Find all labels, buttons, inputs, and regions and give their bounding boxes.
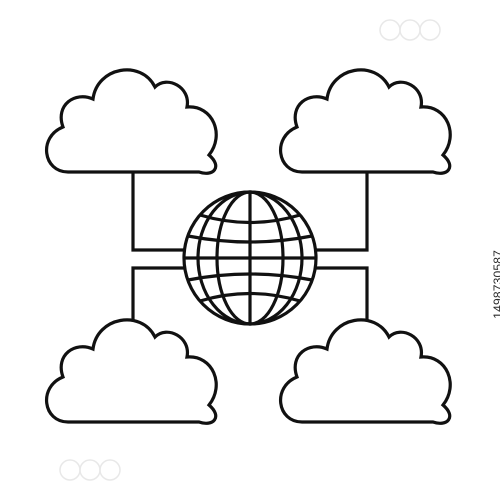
globe-icon (182, 190, 318, 326)
stock-watermark-logo (59, 19, 441, 481)
stock-id-watermark: 1498730587 (491, 250, 500, 319)
cloud-icon (278, 318, 452, 425)
cloud-icon (44, 68, 218, 175)
cloud-icon (278, 68, 452, 175)
connector-lines (131, 172, 369, 330)
cloud-icon (44, 318, 218, 425)
